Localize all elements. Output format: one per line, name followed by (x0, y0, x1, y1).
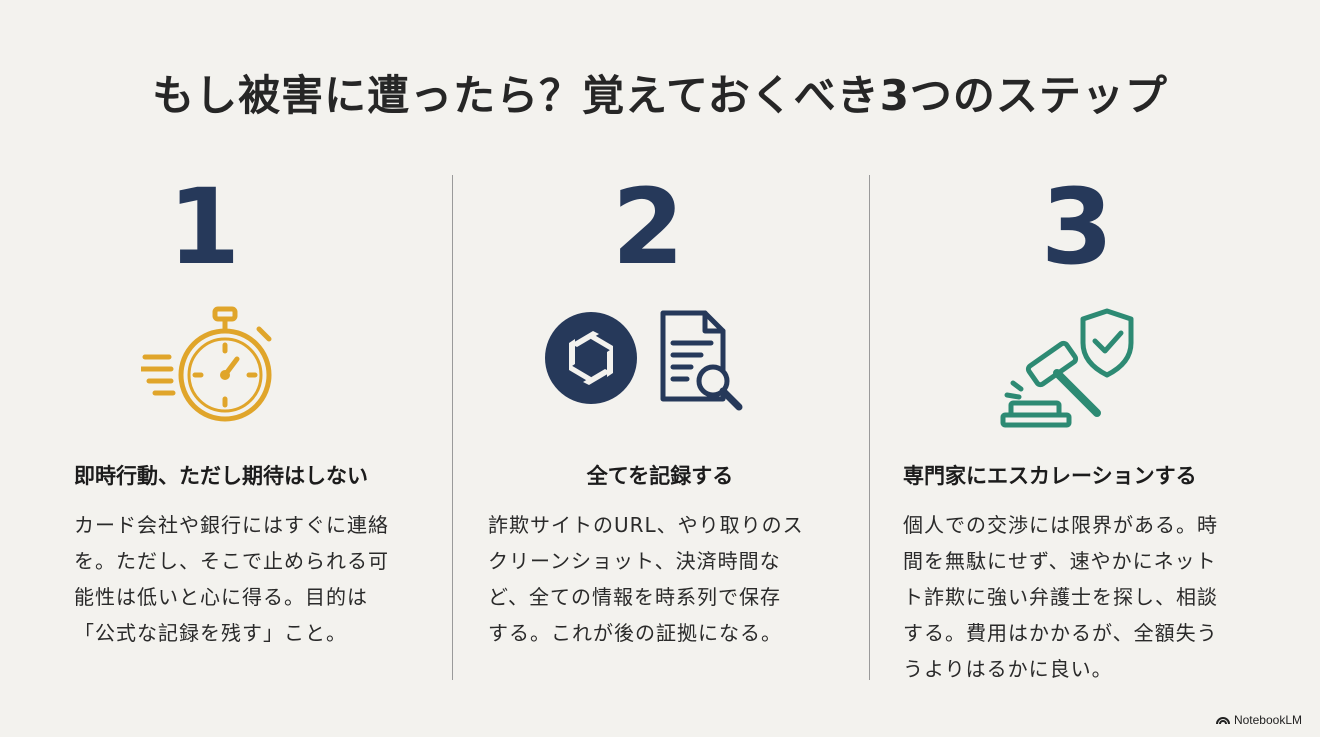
stopwatch-icon (138, 303, 281, 437)
notebooklm-watermark: NotebookLM (1215, 713, 1302, 727)
step-number: 2 (611, 166, 685, 288)
step-description: カード会社や銀行にはすぐに連絡 を。ただし、そこで止められる可 能性は低いと心に… (74, 513, 389, 645)
step-number: 3 (1040, 166, 1114, 288)
step-heading: 全てを記録する (586, 464, 734, 488)
column-divider (869, 175, 870, 680)
step-column-3: 3 専門家にエスカレーションする 個人での交渉には限界がある。時 間を無駄にせず… (903, 175, 1283, 695)
column-divider (452, 175, 453, 680)
camera-aperture-and-document-search-icon (544, 303, 745, 417)
step-heading: 専門家にエスカレーションする (903, 464, 1197, 488)
notebooklm-logo-icon (1215, 717, 1230, 725)
step-column-1: 1 即時行動、ただし期待はしない カード会社や銀行にはすぐに連絡 (74, 175, 454, 695)
step-description: 個人での交渉には限界がある。時 間を無駄にせず、速やかにネット ト詐欺に強い弁護… (903, 513, 1218, 681)
page-title: もし被害に遭ったら？覚えておくべき3つのステップ (152, 71, 1168, 120)
step-description: 詐欺サイトのURL、やり取りのス クリーンショット、決済時間な ど、全ての情報を… (488, 513, 804, 645)
watermark-text: NotebookLM (1233, 713, 1302, 727)
gavel-shield-icon (999, 303, 1149, 437)
step-column-2: 2 全てを (470, 175, 850, 695)
step-heading: 即時行動、ただし期待はしない (74, 464, 368, 488)
step-number: 1 (167, 166, 241, 288)
